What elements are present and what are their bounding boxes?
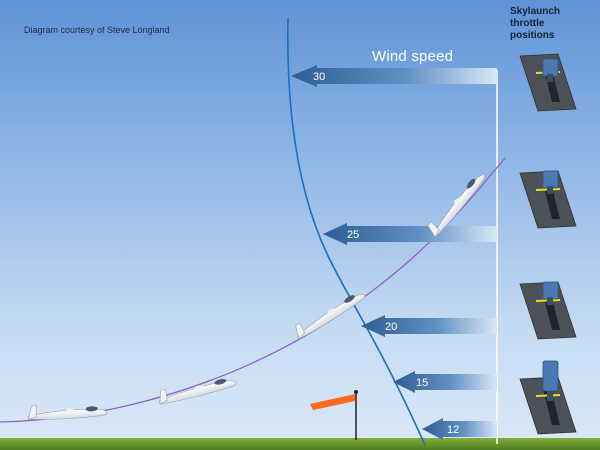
throttle-lever-icon — [519, 170, 577, 229]
wind-arrow-12 — [422, 418, 497, 440]
ground — [0, 438, 600, 450]
wind-arrow-30 — [291, 65, 497, 87]
throttle-lever-icon — [519, 53, 577, 112]
throttle-title: Skylaunch throttle positions — [510, 6, 561, 41]
glider-icon — [295, 293, 366, 340]
throttle-lever-icon — [519, 360, 577, 435]
glider-icon — [27, 405, 108, 420]
wind-label-12: 12 — [447, 424, 459, 436]
wind-label-25: 25 — [347, 229, 359, 241]
wind-arrow-25 — [323, 223, 497, 245]
wind-speed-title: Wind speed — [372, 48, 454, 65]
credit-text: Diagram courtesy of Steve Longland — [24, 25, 170, 35]
wind-label-15: 15 — [416, 377, 428, 389]
wind-arrow-20 — [361, 315, 497, 337]
glider-icon — [158, 378, 237, 405]
glider-icon — [427, 174, 486, 238]
wind-arrow-15 — [393, 371, 497, 393]
wind-label-20: 20 — [385, 321, 397, 333]
windsock-icon — [310, 390, 358, 440]
wind-label-30: 30 — [313, 71, 325, 83]
throttle-lever-icon — [519, 281, 577, 340]
wind-profile-curve — [287, 17, 426, 446]
